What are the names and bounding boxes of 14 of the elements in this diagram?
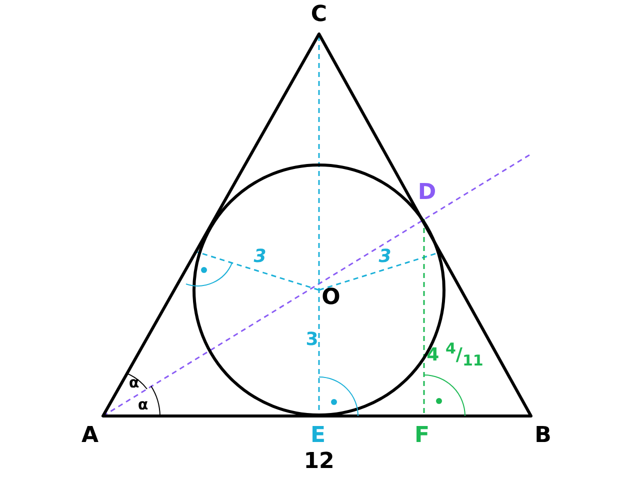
point-label: E <box>310 425 326 447</box>
point-label: A <box>81 425 99 447</box>
point-label: C <box>310 4 328 26</box>
point-label: F <box>414 425 430 447</box>
length-label: 3 <box>378 248 392 266</box>
length-label: 4 $^{4}$/$_{11}$ <box>426 342 484 368</box>
angle-label: α <box>138 398 148 412</box>
length-label: 3 <box>254 248 266 266</box>
point-label: D <box>418 182 436 204</box>
length-label: 12 <box>304 451 334 473</box>
length-label: 3 <box>306 331 318 349</box>
angle-label: α <box>128 376 140 390</box>
point-label: O <box>322 287 340 309</box>
point-label: B <box>534 425 552 447</box>
